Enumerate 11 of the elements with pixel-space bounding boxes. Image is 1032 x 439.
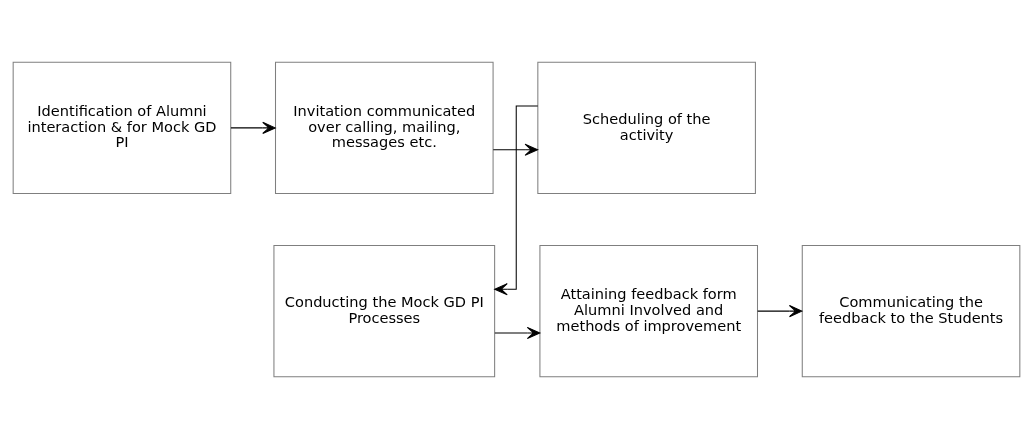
node-box: Attaining feedback form Alumni Involved and methods of improvement	[538, 245, 758, 378]
arrow	[229, 121, 276, 135]
arrow	[756, 304, 802, 318]
node-box: Invitation communicated over calling, mailing, messages etc.	[274, 61, 494, 194]
node-box: Communicating the feedback to the Students	[801, 245, 1020, 378]
node-box: Identification of Alumni interaction & for Mock GD PI	[12, 61, 231, 194]
arrow	[493, 326, 540, 340]
node-box: Conducting the Mock GD PI Processes	[272, 245, 495, 378]
node-box: Scheduling of the activity	[536, 61, 756, 194]
arrow	[492, 143, 538, 156]
arrow	[493, 105, 538, 296]
